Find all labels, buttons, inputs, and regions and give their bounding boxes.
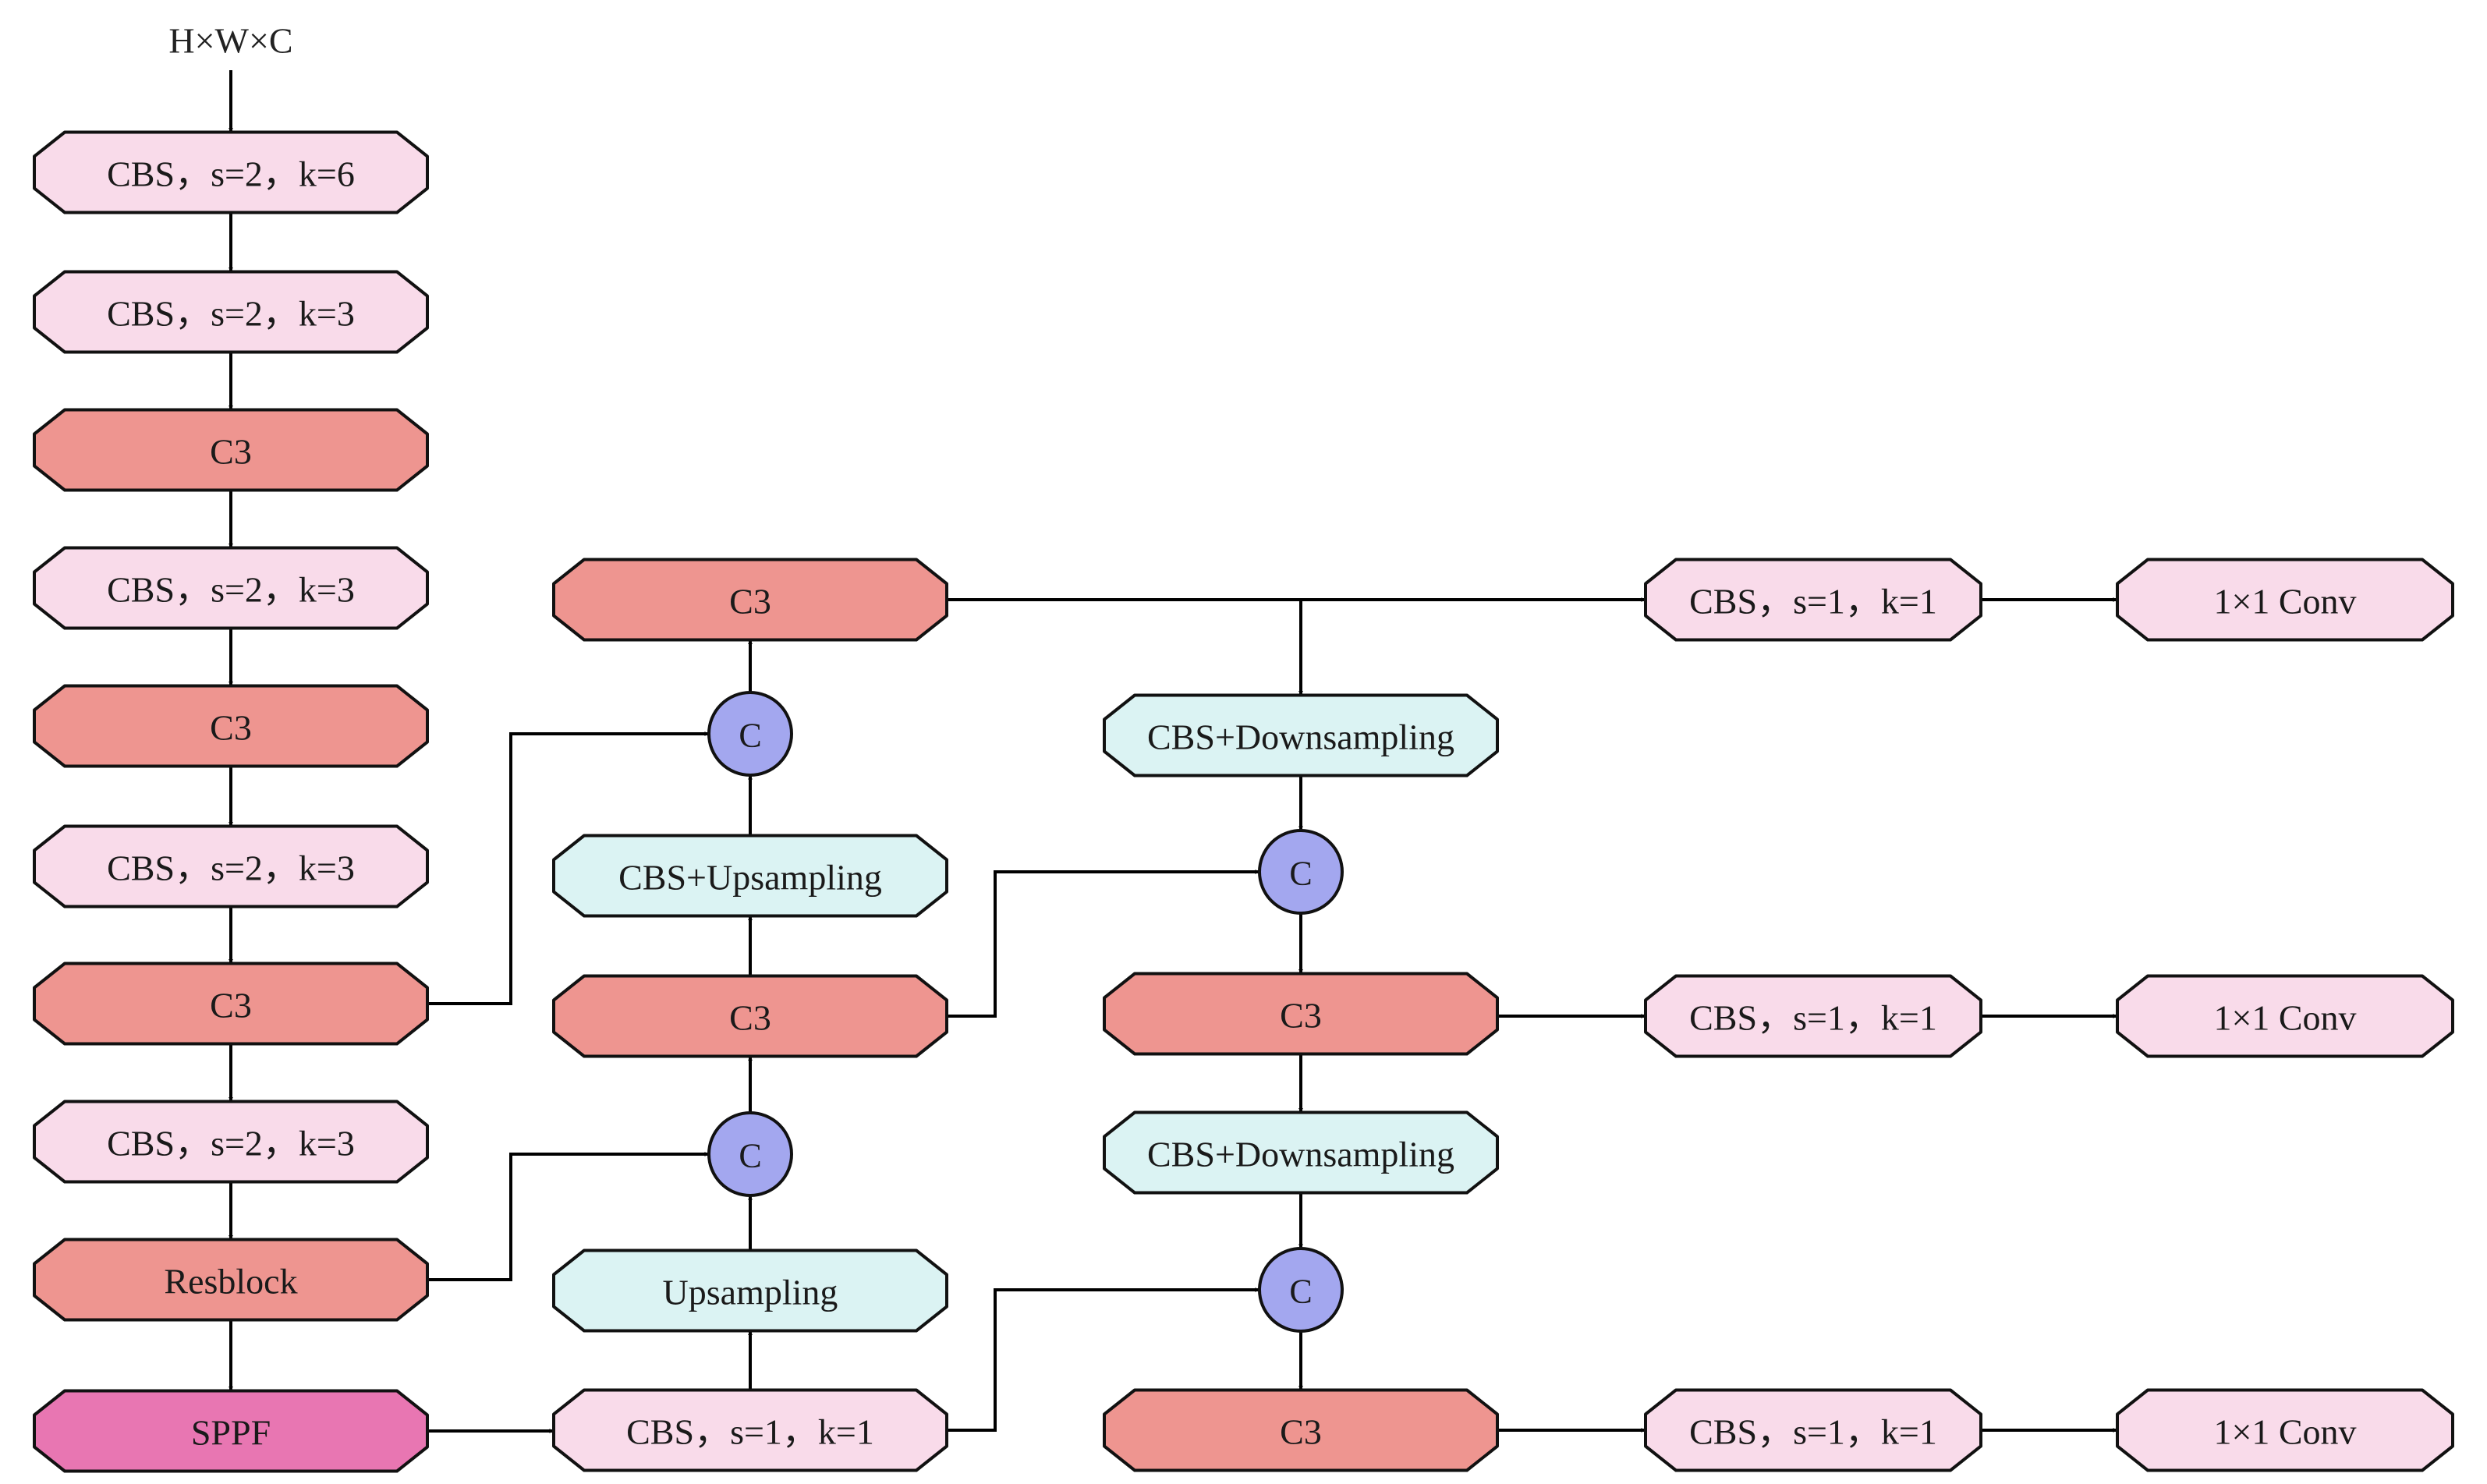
neck-down-node-3-c3-shape [1103, 972, 1499, 1056]
head-3-conv-shape [2116, 1388, 2454, 1472]
neck-down-node-6-c3: C3 [1103, 1388, 1499, 1472]
head-1-cbs: CBS，s=1，k=1 [1644, 558, 1982, 642]
neck-up-node-3-cbs-upsampling-shape [552, 834, 948, 918]
neck-down-node-3-c3: C3 [1103, 972, 1499, 1056]
neck-down-node-5-concat-shape [1258, 1247, 1344, 1333]
backbone-node-8-cbs-s-2-k-3-shape [33, 1100, 429, 1184]
head-3-conv: 1×1 Conv [2116, 1388, 2454, 1472]
backbone-node-1-cbs-s-2-k-6-label: CBS，s=2，k=6 [107, 154, 355, 194]
backbone-node-6-cbs-s-2-k-3-label: CBS，s=2，k=3 [107, 848, 355, 888]
backbone-node-9-resblock-shape [33, 1238, 429, 1322]
backbone-node-1-cbs-s-2-k-6: CBS，s=2，k=6 [33, 130, 429, 214]
edge-resblock-to-concat-lower [427, 1152, 710, 1281]
neck-down-node-1-cbs-downsampling-label: CBS+Downsampling [1147, 717, 1454, 757]
backbone-node-5-c3-label: C3 [210, 708, 252, 748]
nodes-layer: CBS，s=2，k=6CBS，s=2，k=3C3CBS，s=2，k=3C3CBS… [33, 130, 2454, 1473]
backbone-node-2-cbs-s-2-k-3-label: CBS，s=2，k=3 [107, 294, 355, 334]
neck-down-node-2-concat-shape [1258, 829, 1344, 915]
backbone-node-10-sppf-label: SPPF [191, 1413, 271, 1453]
neck-down-node-4-cbs-downsampling-label: CBS+Downsampling [1147, 1135, 1454, 1174]
head-1-cbs-shape [1644, 558, 1982, 642]
backbone-node-10-sppf: SPPF [33, 1389, 429, 1473]
neck-up-node-2-concat: C [707, 691, 793, 777]
backbone-node-4-cbs-s-2-k-3-label: CBS，s=2，k=3 [107, 570, 355, 610]
backbone-node-5-c3: C3 [33, 684, 429, 768]
backbone-node-6-cbs-s-2-k-3: CBS，s=2，k=3 [33, 824, 429, 908]
neck-down-node-5-concat-label: C [1289, 1273, 1312, 1311]
neck-down-node-4-cbs-downsampling: CBS+Downsampling [1103, 1110, 1499, 1195]
head-2-conv: 1×1 Conv [2116, 974, 2454, 1058]
head-2-cbs-label: CBS，s=1，k=1 [1689, 998, 1937, 1038]
neck-up-node-5-concat-shape [707, 1111, 793, 1197]
head-3-cbs: CBS，s=1，k=1 [1644, 1388, 1982, 1472]
neck-down-node-6-c3-label: C3 [1280, 1412, 1322, 1452]
neck-up-node-6-upsampling-label: Upsampling [663, 1273, 838, 1312]
neck-down-node-2-concat-label: C [1289, 855, 1312, 893]
neck-up-node-3-cbs-upsampling-label: CBS+Upsampling [618, 858, 882, 898]
neck-down-node-4-cbs-downsampling-shape [1103, 1110, 1499, 1195]
head-1-cbs-label: CBS，s=1，k=1 [1689, 582, 1937, 622]
backbone-node-4-cbs-s-2-k-3: CBS，s=2，k=3 [33, 546, 429, 630]
neck-up-node-7-cbs-s-1-k-1-label: CBS，s=1，k=1 [626, 1412, 874, 1452]
neck-up-node-2-concat-label: C [739, 717, 761, 755]
head-3-cbs-shape [1644, 1388, 1982, 1472]
neck-up-node-4-c3: C3 [552, 974, 948, 1058]
neck-up-node-1-c3-label: C3 [729, 582, 771, 622]
backbone-node-3-c3-shape [33, 408, 429, 492]
neck-down-node-3-c3-label: C3 [1280, 996, 1322, 1036]
neck-up-node-4-c3-shape [552, 974, 948, 1058]
edge-backbone-c3-to-concat-upper [427, 731, 710, 1005]
head-3-cbs-label: CBS，s=1，k=1 [1689, 1412, 1937, 1452]
head-1-conv-label: 1×1 Conv [2213, 582, 2356, 622]
backbone-node-4-cbs-s-2-k-3-shape [33, 546, 429, 630]
head-2-conv-label: 1×1 Conv [2213, 998, 2356, 1038]
backbone-node-3-c3: C3 [33, 408, 429, 492]
backbone-node-5-c3-shape [33, 684, 429, 768]
backbone-node-9-resblock: Resblock [33, 1238, 429, 1322]
backbone-node-2-cbs-s-2-k-3: CBS，s=2，k=3 [33, 270, 429, 354]
neck-down-node-6-c3-shape [1103, 1388, 1499, 1472]
backbone-node-8-cbs-s-2-k-3-label: CBS，s=2，k=3 [107, 1124, 355, 1163]
neck-up-node-2-concat-shape [707, 691, 793, 777]
neck-up-node-7-cbs-s-1-k-1-shape [552, 1388, 948, 1472]
backbone-node-9-resblock-label: Resblock [164, 1262, 297, 1302]
input-label: H×W×C [168, 21, 292, 61]
head-2-conv-shape [2116, 974, 2454, 1058]
neck-up-node-6-upsampling-shape [552, 1248, 948, 1333]
neck-up-node-1-c3: C3 [552, 558, 948, 642]
neck-down-node-5-concat: C [1258, 1247, 1344, 1333]
backbone-node-7-c3: C3 [33, 962, 429, 1046]
neck-up-node-6-upsampling: Upsampling [552, 1248, 948, 1333]
backbone-node-7-c3-label: C3 [210, 986, 252, 1025]
neck-up-node-1-c3-shape [552, 558, 948, 642]
edge-c3-to-concat-mid [947, 870, 1260, 1018]
neck-up-node-4-c3-label: C3 [729, 998, 771, 1038]
head-3-conv-label: 1×1 Conv [2213, 1412, 2356, 1452]
neck-up-node-5-concat-label: C [739, 1137, 761, 1175]
head-1-conv-shape [2116, 558, 2454, 642]
backbone-node-3-c3-label: C3 [210, 432, 252, 472]
edge-cbs-to-concat-bottom [947, 1287, 1260, 1432]
neck-down-node-1-cbs-downsampling: CBS+Downsampling [1103, 693, 1499, 777]
backbone-node-2-cbs-s-2-k-3-shape [33, 270, 429, 354]
backbone-node-7-c3-shape [33, 962, 429, 1046]
backbone-node-6-cbs-s-2-k-3-shape [33, 824, 429, 908]
edges-layer [229, 70, 2118, 1433]
neck-up-node-5-concat: C [707, 1111, 793, 1197]
backbone-node-1-cbs-s-2-k-6-shape [33, 130, 429, 214]
neck-up-node-7-cbs-s-1-k-1: CBS，s=1，k=1 [552, 1388, 948, 1472]
head-1-conv: 1×1 Conv [2116, 558, 2454, 642]
head-2-cbs-shape [1644, 974, 1982, 1058]
neck-up-node-3-cbs-upsampling: CBS+Upsampling [552, 834, 948, 918]
neck-down-node-2-concat: C [1258, 829, 1344, 915]
backbone-node-8-cbs-s-2-k-3: CBS，s=2，k=3 [33, 1100, 429, 1184]
neck-down-node-1-cbs-downsampling-shape [1103, 693, 1499, 777]
backbone-node-10-sppf-shape [33, 1389, 429, 1473]
head-2-cbs: CBS，s=1，k=1 [1644, 974, 1982, 1058]
